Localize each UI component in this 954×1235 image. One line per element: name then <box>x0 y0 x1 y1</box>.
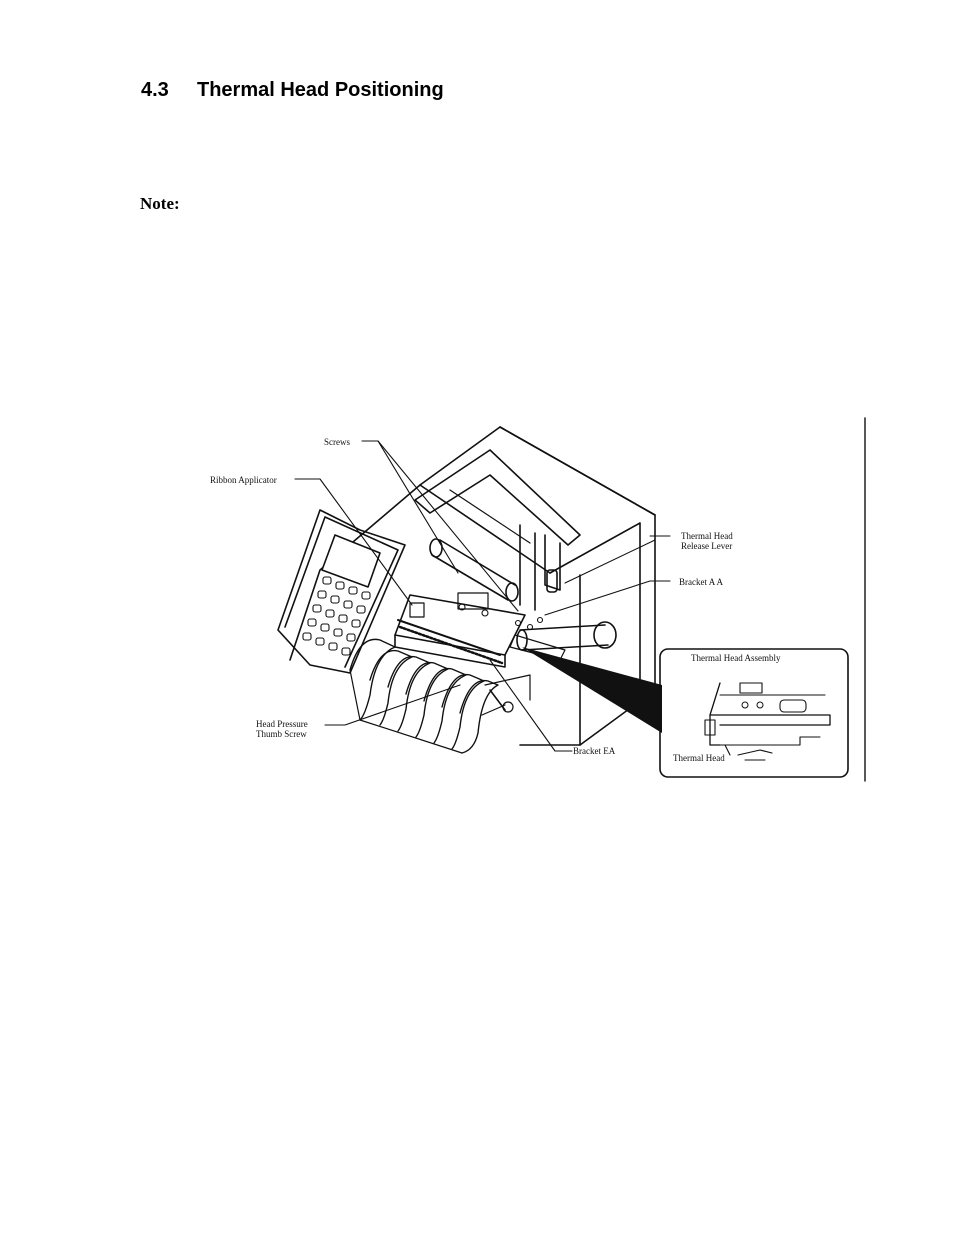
label-release-lever-line1: Thermal Head <box>681 531 733 541</box>
label-bracket-ea: Bracket EA <box>573 746 616 756</box>
keypad-keys <box>302 576 371 656</box>
keypad-panel <box>277 509 406 674</box>
label-screws: Screws <box>324 437 350 447</box>
label-thermal-head: Thermal Head <box>673 753 725 763</box>
callout-wedge <box>522 647 662 733</box>
leader-lines <box>294 440 671 752</box>
label-ribbon-applicator: Ribbon Applicator <box>210 475 277 485</box>
label-head-pressure-line2: Thumb Screw <box>256 729 307 739</box>
printer-cabinet <box>289 426 656 746</box>
print-head-platform <box>394 592 566 668</box>
ribbon-fins <box>349 638 531 754</box>
label-release-lever-line2: Release Lever <box>681 541 732 551</box>
label-head-pressure-line1: Head Pressure <box>256 719 308 729</box>
section-title: Thermal Head Positioning <box>197 79 444 101</box>
inset-thermal-head-assembly <box>659 648 849 778</box>
label-bracket-aa: Bracket A A <box>679 577 723 587</box>
label-inset-title: Thermal Head Assembly <box>691 653 781 663</box>
section-number: 4.3 <box>141 79 169 101</box>
note-label: Note: <box>140 194 180 213</box>
section-heading: 4.3 Thermal Head Positioning <box>141 79 444 102</box>
printer-diagram: Screws Ribbon Applicator Thermal Head Re… <box>200 415 870 783</box>
